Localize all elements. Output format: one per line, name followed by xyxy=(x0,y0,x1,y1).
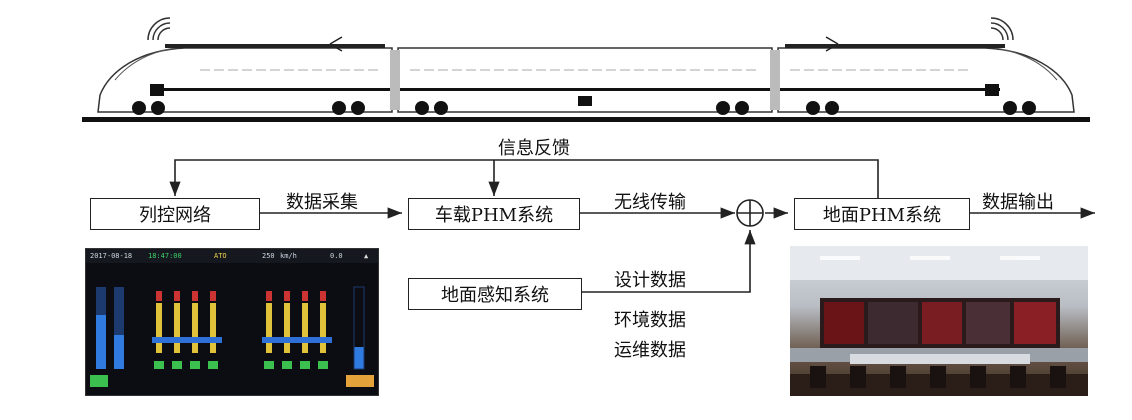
feedback-line xyxy=(169,159,879,199)
dashboard-time: 18:47:00 xyxy=(148,252,182,260)
edge-label-data-output: 数据输出 xyxy=(982,192,1054,213)
train-bus-line xyxy=(150,88,1000,91)
control-room-scene xyxy=(790,246,1088,396)
node-label: 车载PHM系统 xyxy=(434,205,554,226)
node-label: 地面PHM系统 xyxy=(822,205,942,226)
warning-icon: ▲ xyxy=(364,252,369,260)
train-car-left xyxy=(97,47,393,113)
train-illustration xyxy=(82,17,1090,122)
onboard-dashboard-image: 2017-08-18 18:47:00 ATO 250 km/h 0.0 ▲ xyxy=(85,248,379,396)
dashboard-value: 0.0 xyxy=(330,252,343,260)
dashboard-speed: 250 xyxy=(262,252,275,260)
summing-junction-icon xyxy=(736,199,764,227)
dashboard-speed-unit: km/h xyxy=(280,252,297,260)
edge-label-design-data: 设计数据 xyxy=(614,270,686,291)
node-label: 列控网络 xyxy=(139,205,211,226)
dashboard-header: 2017-08-18 18:47:00 ATO 250 km/h 0.0 ▲ xyxy=(86,249,378,263)
control-room-image xyxy=(790,246,1088,396)
dashboard-date: 2017-08-18 xyxy=(90,252,133,260)
wireless-signal-icon xyxy=(147,17,171,41)
node-ground-perception: 地面感知系统 xyxy=(408,278,582,310)
node-ground-phm: 地面PHM系统 xyxy=(794,198,970,230)
dashboard-gauges xyxy=(90,286,374,387)
train-wheels xyxy=(132,101,1036,115)
node-label: 地面感知系统 xyxy=(441,285,549,306)
edge-label-info-feedback: 信息反馈 xyxy=(498,138,570,159)
node-onboard-phm: 车载PHM系统 xyxy=(408,198,580,230)
dashboard-mode: ATO xyxy=(214,252,227,260)
edge-label-wireless: 无线传输 xyxy=(614,192,686,213)
edge-label-environment-data: 环境数据 xyxy=(614,310,686,331)
node-train-control-network: 列控网络 xyxy=(90,198,260,230)
edge-label-data-collection: 数据采集 xyxy=(286,192,358,213)
arrow-perception xyxy=(582,230,756,293)
edge-label-maintenance-data: 运维数据 xyxy=(614,340,686,361)
wireless-signal-icon xyxy=(990,17,1014,41)
rail-track xyxy=(82,117,1090,122)
train-car-right xyxy=(777,47,1075,113)
